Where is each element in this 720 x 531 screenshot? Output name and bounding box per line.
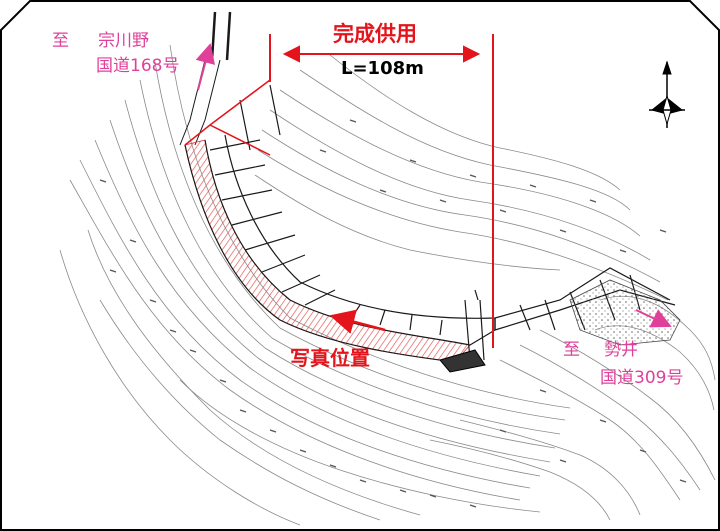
photo-direction-arrow bbox=[329, 309, 386, 334]
start-outline bbox=[184, 79, 271, 156]
north-arrow-compass-icon bbox=[649, 60, 685, 128]
north-route-label: 国道168号 bbox=[96, 56, 180, 76]
east-route-arrow bbox=[635, 309, 672, 328]
dimension-lines bbox=[269, 34, 494, 348]
gravel-area bbox=[569, 279, 681, 346]
north-to-place: 宗川野 bbox=[98, 31, 149, 51]
east-to-prefix: 至 bbox=[563, 340, 580, 360]
landing-block bbox=[439, 349, 486, 373]
east-to-place: 勢井 bbox=[604, 340, 638, 360]
north-to-prefix: 至 bbox=[52, 31, 69, 51]
north-route-arrow bbox=[195, 43, 216, 91]
photo-position-label: 写真位置 bbox=[290, 346, 370, 370]
completed-label: 完成供用 bbox=[333, 22, 417, 46]
survey-ticks bbox=[99, 119, 687, 508]
east-route-label: 国道309号 bbox=[600, 368, 684, 388]
length-label: L=108m bbox=[341, 58, 424, 79]
